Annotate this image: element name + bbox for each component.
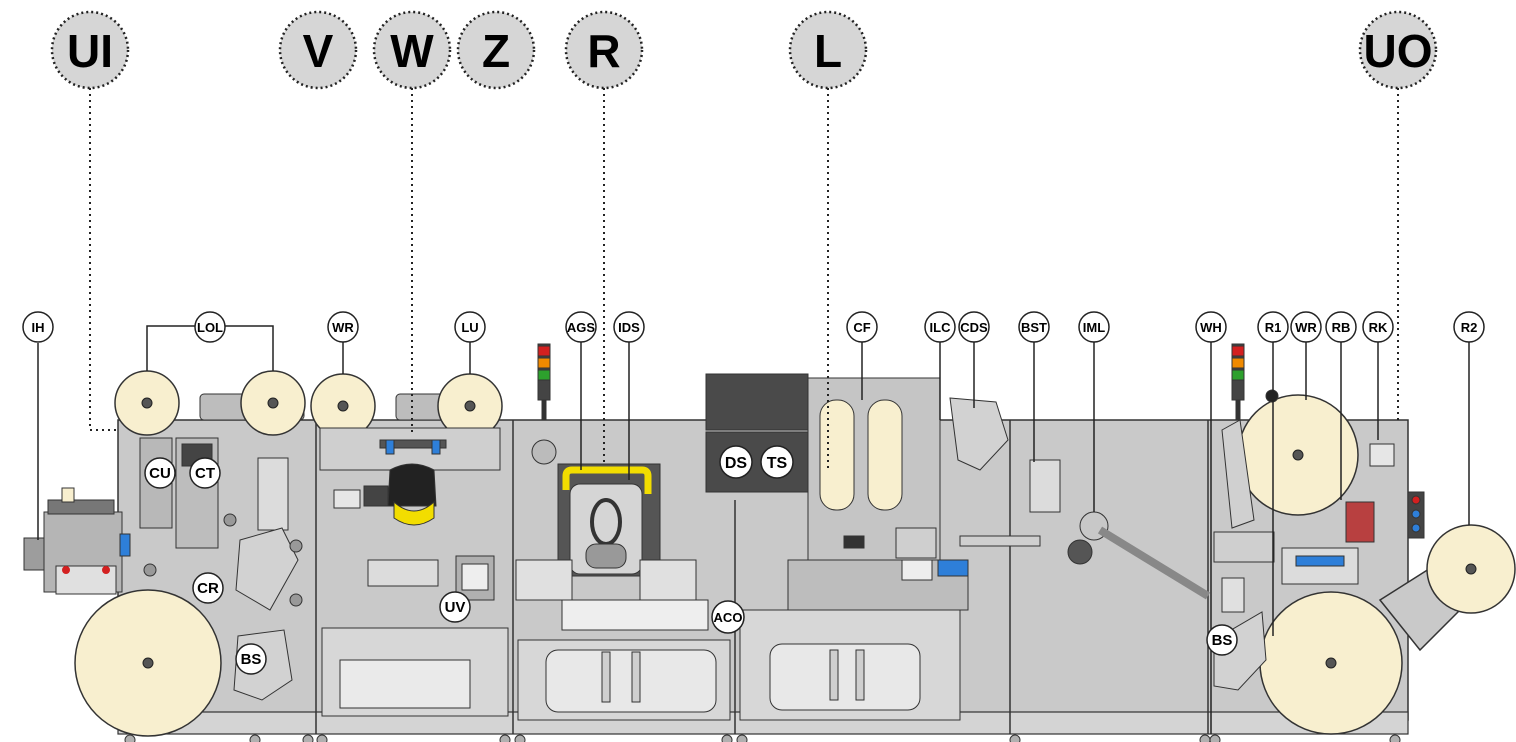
label-lol: LOL — [197, 320, 223, 335]
label-lu: LU — [461, 320, 478, 335]
component-leader-lines — [37, 342, 1470, 734]
label-bst: BST — [1021, 320, 1047, 335]
label-ids: IDS — [618, 320, 640, 335]
label-iml: IML — [1083, 320, 1105, 335]
label-r2: R2 — [1461, 320, 1478, 335]
label-ts: TS — [767, 455, 788, 472]
module-label-l: L — [814, 25, 842, 77]
label-ds: DS — [725, 455, 748, 472]
module-label-v: V — [303, 25, 334, 77]
label-cu: CU — [149, 465, 171, 482]
label-wh: WH — [1200, 320, 1222, 335]
uo-module-details — [1213, 343, 1425, 691]
label-bs-1: BS — [241, 651, 262, 668]
label-uv: UV — [445, 599, 466, 616]
label-rk: RK — [1369, 320, 1388, 335]
module-leader-lines — [89, 88, 1399, 470]
label-rb: RB — [1332, 320, 1351, 335]
roll-cores — [141, 397, 1477, 669]
module-label-w: W — [390, 25, 434, 77]
label-wr-1: WR — [332, 320, 354, 335]
label-aco: ACO — [714, 610, 743, 625]
r-module-details — [515, 343, 731, 721]
infeed-head — [23, 487, 131, 595]
module-label-circles — [50, 10, 1438, 90]
label-cr: CR — [197, 580, 219, 597]
label-cf: CF — [853, 320, 870, 335]
label-wr-2: WR — [1295, 320, 1317, 335]
module-label-uo: UO — [1364, 25, 1433, 77]
label-ih: IH — [32, 320, 45, 335]
l-module-details — [705, 373, 1211, 721]
label-ags: AGS — [567, 320, 596, 335]
label-cds: CDS — [960, 320, 988, 335]
module-label-r: R — [587, 25, 620, 77]
component-label-circles — [22, 311, 1485, 343]
inner-label-circles — [144, 445, 1238, 675]
label-ilc: ILC — [930, 320, 952, 335]
label-r1: R1 — [1265, 320, 1282, 335]
module-label-ui: UI — [67, 25, 113, 77]
label-bs-2: BS — [1212, 632, 1233, 649]
vwz-module-details — [319, 427, 509, 717]
module-label-z: Z — [482, 25, 510, 77]
label-ct: CT — [195, 465, 215, 482]
